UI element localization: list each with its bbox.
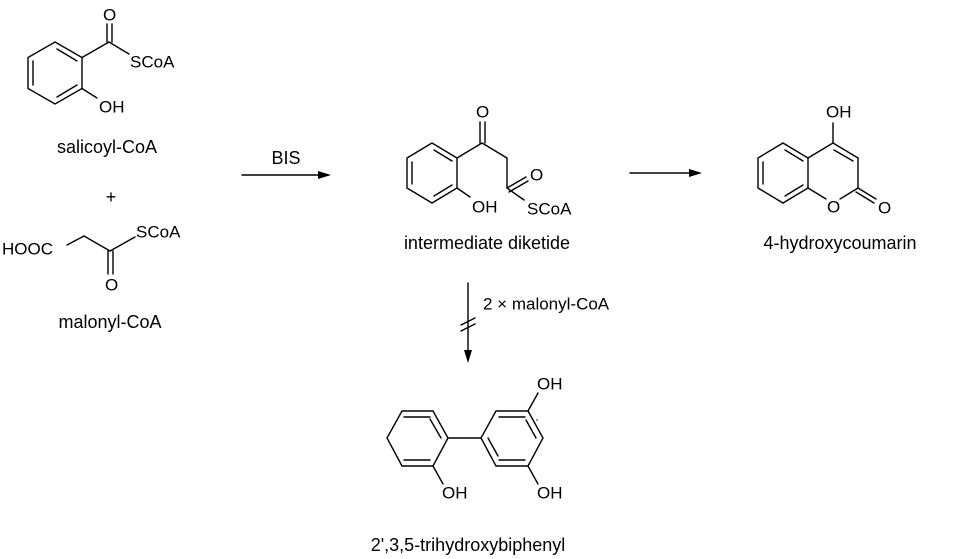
atom-label: OH xyxy=(442,484,468,503)
salicoyl-coa-structure: O SCoA OH xyxy=(27,6,175,117)
atom-label: OH xyxy=(99,98,125,117)
compound-name-salicoyl-coa: salicoyl-CoA xyxy=(57,137,157,157)
atom-label: HOOC xyxy=(2,240,53,259)
atom-label: O xyxy=(878,199,891,218)
diketide-structure: O O OH SCoA xyxy=(406,103,572,219)
coumarin-structure: OH O O xyxy=(757,103,891,218)
atom-label: OH xyxy=(472,198,498,217)
compound-name-4-hydroxycoumarin: 4-hydroxycoumarin xyxy=(763,233,916,253)
atom-label: SCoA xyxy=(527,200,572,219)
bis-arrow: BIS xyxy=(241,148,331,179)
biphenyl-structure: OH OH OH xyxy=(386,375,563,503)
atom-label: O xyxy=(103,6,116,25)
compound-name-trihydroxybiphenyl: 2',3,5-trihydroxybiphenyl xyxy=(371,535,566,555)
atom-label: O xyxy=(827,198,840,217)
atom-label: O xyxy=(476,103,489,122)
atom-label: O xyxy=(105,276,118,295)
malonyl-coa-structure: HOOC SCoA O xyxy=(2,223,181,295)
plus-sign: + xyxy=(106,187,117,207)
arrow-label-bis: BIS xyxy=(271,148,300,168)
blocked-arrow: 2 × malonyl-CoA xyxy=(460,282,610,363)
compound-name-intermediate-diketide: intermediate diketide xyxy=(404,233,570,253)
atom-label: OH xyxy=(537,375,563,394)
atom-label: SCoA xyxy=(130,53,175,72)
compound-name-malonyl-coa: malonyl-CoA xyxy=(58,312,161,332)
cyclization-arrow xyxy=(629,169,702,177)
atom-label: OH xyxy=(826,103,852,122)
atom-label: OH xyxy=(537,484,563,503)
atom-label: SCoA xyxy=(136,223,181,242)
atom-label: O xyxy=(530,166,543,185)
arrow-label-2x-malonyl-coa: 2 × malonyl-CoA xyxy=(483,295,610,314)
